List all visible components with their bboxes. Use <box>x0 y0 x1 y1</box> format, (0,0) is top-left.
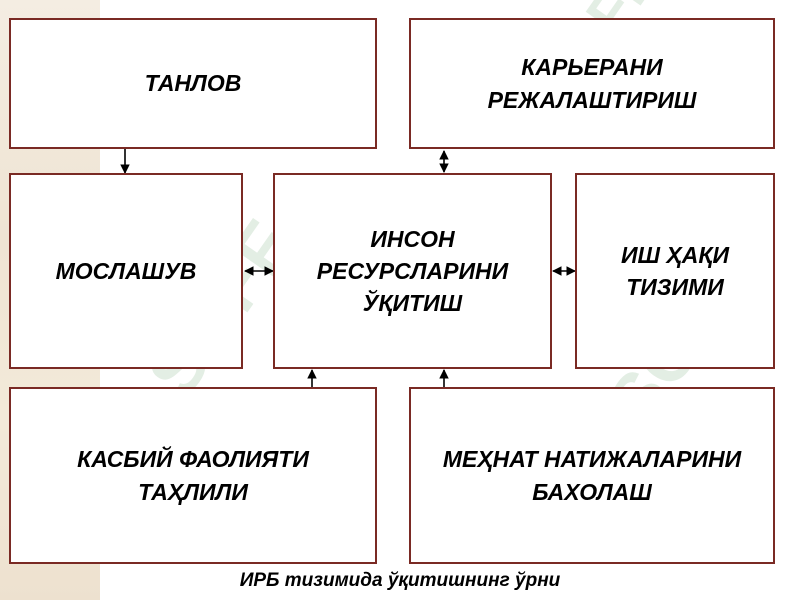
node-selection: ТАНЛОВ <box>9 18 377 149</box>
node-selection-label: ТАНЛОВ <box>144 70 242 97</box>
node-performance-analysis: КАСБИЙ ФАОЛИЯТИ ТАҲЛИЛИ <box>9 387 377 564</box>
node-adaptation: МОСЛАШУВ <box>9 173 243 369</box>
diagram-caption: ИРБ тизимида ўқитишнинг ўрни <box>239 570 561 591</box>
node-career-planning: КАРЬЕРАНИ РЕЖАЛАШТИРИШ <box>409 18 775 149</box>
node-adaptation-label: МОСЛАШУВ <box>55 257 197 284</box>
node-results-evaluation-label: МЕҲНАТ НАТИЖАЛАРИНИ БАХОЛАШ <box>442 446 742 505</box>
node-training: ИНСОН РЕСУРСЛАРИНИ ЎҚИТИШ <box>273 173 552 369</box>
node-results-evaluation: МЕҲНАТ НАТИЖАЛАРИНИ БАХОЛАШ <box>409 387 775 564</box>
node-career-planning-label: КАРЬЕРАНИ РЕЖАЛАШТИРИШ <box>487 54 697 113</box>
node-wage-system-label: ИШ ҲАҚИ ТИЗИМИ <box>620 241 730 300</box>
node-wage-system: ИШ ҲАҚИ ТИЗИМИ <box>575 173 775 369</box>
node-training-label: ИНСОН РЕСУРСЛАРИНИ ЎҚИТИШ <box>316 225 509 317</box>
node-performance-analysis-label: КАСБИЙ ФАОЛИЯТИ ТАҲЛИЛИ <box>77 446 309 505</box>
